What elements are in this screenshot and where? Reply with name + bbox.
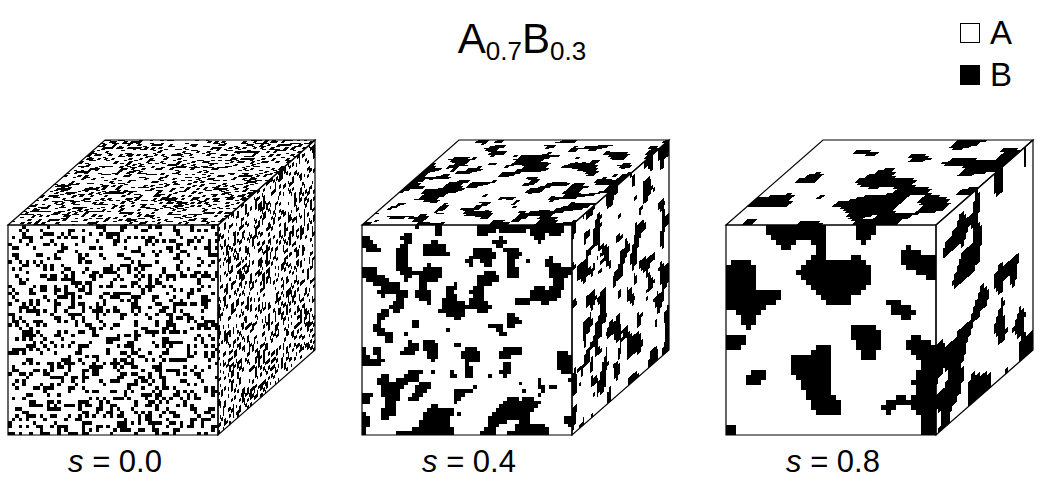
cube-face: [936, 140, 1033, 435]
legend-swatch: [960, 65, 980, 85]
cube-face: [572, 140, 669, 435]
legend-text: A: [990, 16, 1012, 49]
formula-title: A0.7B0.3: [458, 18, 586, 64]
cube-edge: [936, 140, 1033, 435]
cube-face: [8, 225, 218, 435]
order-parameter-label: s = 0.8: [786, 446, 880, 477]
cube-face: [726, 225, 936, 435]
legend-text: B: [990, 58, 1012, 91]
cube-face: [218, 140, 315, 435]
cube-edge: [8, 225, 218, 435]
legend-swatch: [960, 23, 980, 43]
order-parameter-label: s = 0.0: [68, 446, 162, 477]
cube-edge: [572, 140, 669, 435]
cube-edge: [8, 140, 315, 225]
cube-face: [362, 225, 572, 435]
cube-edge: [362, 225, 572, 435]
cube-edge: [726, 140, 1033, 225]
order-parameter-label: s = 0.4: [422, 446, 516, 477]
cube-edge: [726, 225, 936, 435]
cube-edge: [218, 140, 315, 435]
cube-edge: [362, 140, 669, 225]
